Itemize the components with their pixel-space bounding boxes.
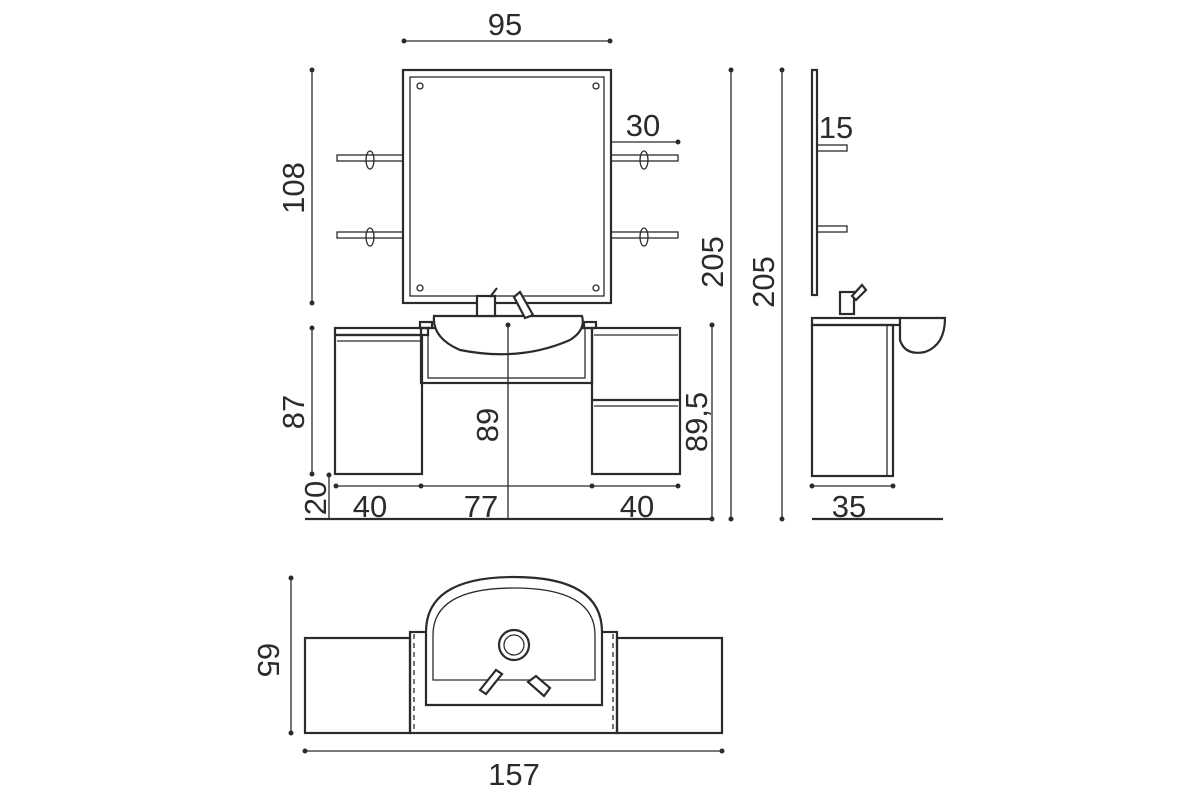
dim-mirror-width: 95 (488, 7, 522, 42)
dim-total-width: 157 (488, 757, 540, 792)
glass-shelves (336, 150, 679, 247)
dim-shelf-depth: 30 (626, 108, 660, 143)
dim-total-height-front: 205 (695, 236, 730, 288)
front-dimensions: 95 108 30 205 87 20 89 89,5 40 77 40 (276, 7, 734, 524)
dim-top-depth: 65 (251, 643, 286, 677)
dim-cabinet-height: 87 (276, 395, 311, 429)
top-view: 65 157 (251, 575, 725, 792)
front-view: 95 108 30 205 87 20 89 89,5 40 77 40 (276, 7, 734, 524)
side-view: 205 15 35 (746, 67, 947, 524)
dim-basin-height: 89 (470, 408, 505, 442)
dim-floor-clearance: 20 (298, 481, 333, 515)
dim-side-shelf-depth: 15 (819, 110, 853, 145)
mirror (401, 68, 613, 305)
dim-counter-height: 89,5 (679, 392, 714, 452)
dim-total-height-side: 205 (746, 256, 781, 308)
dim-mirror-height: 108 (276, 162, 311, 214)
